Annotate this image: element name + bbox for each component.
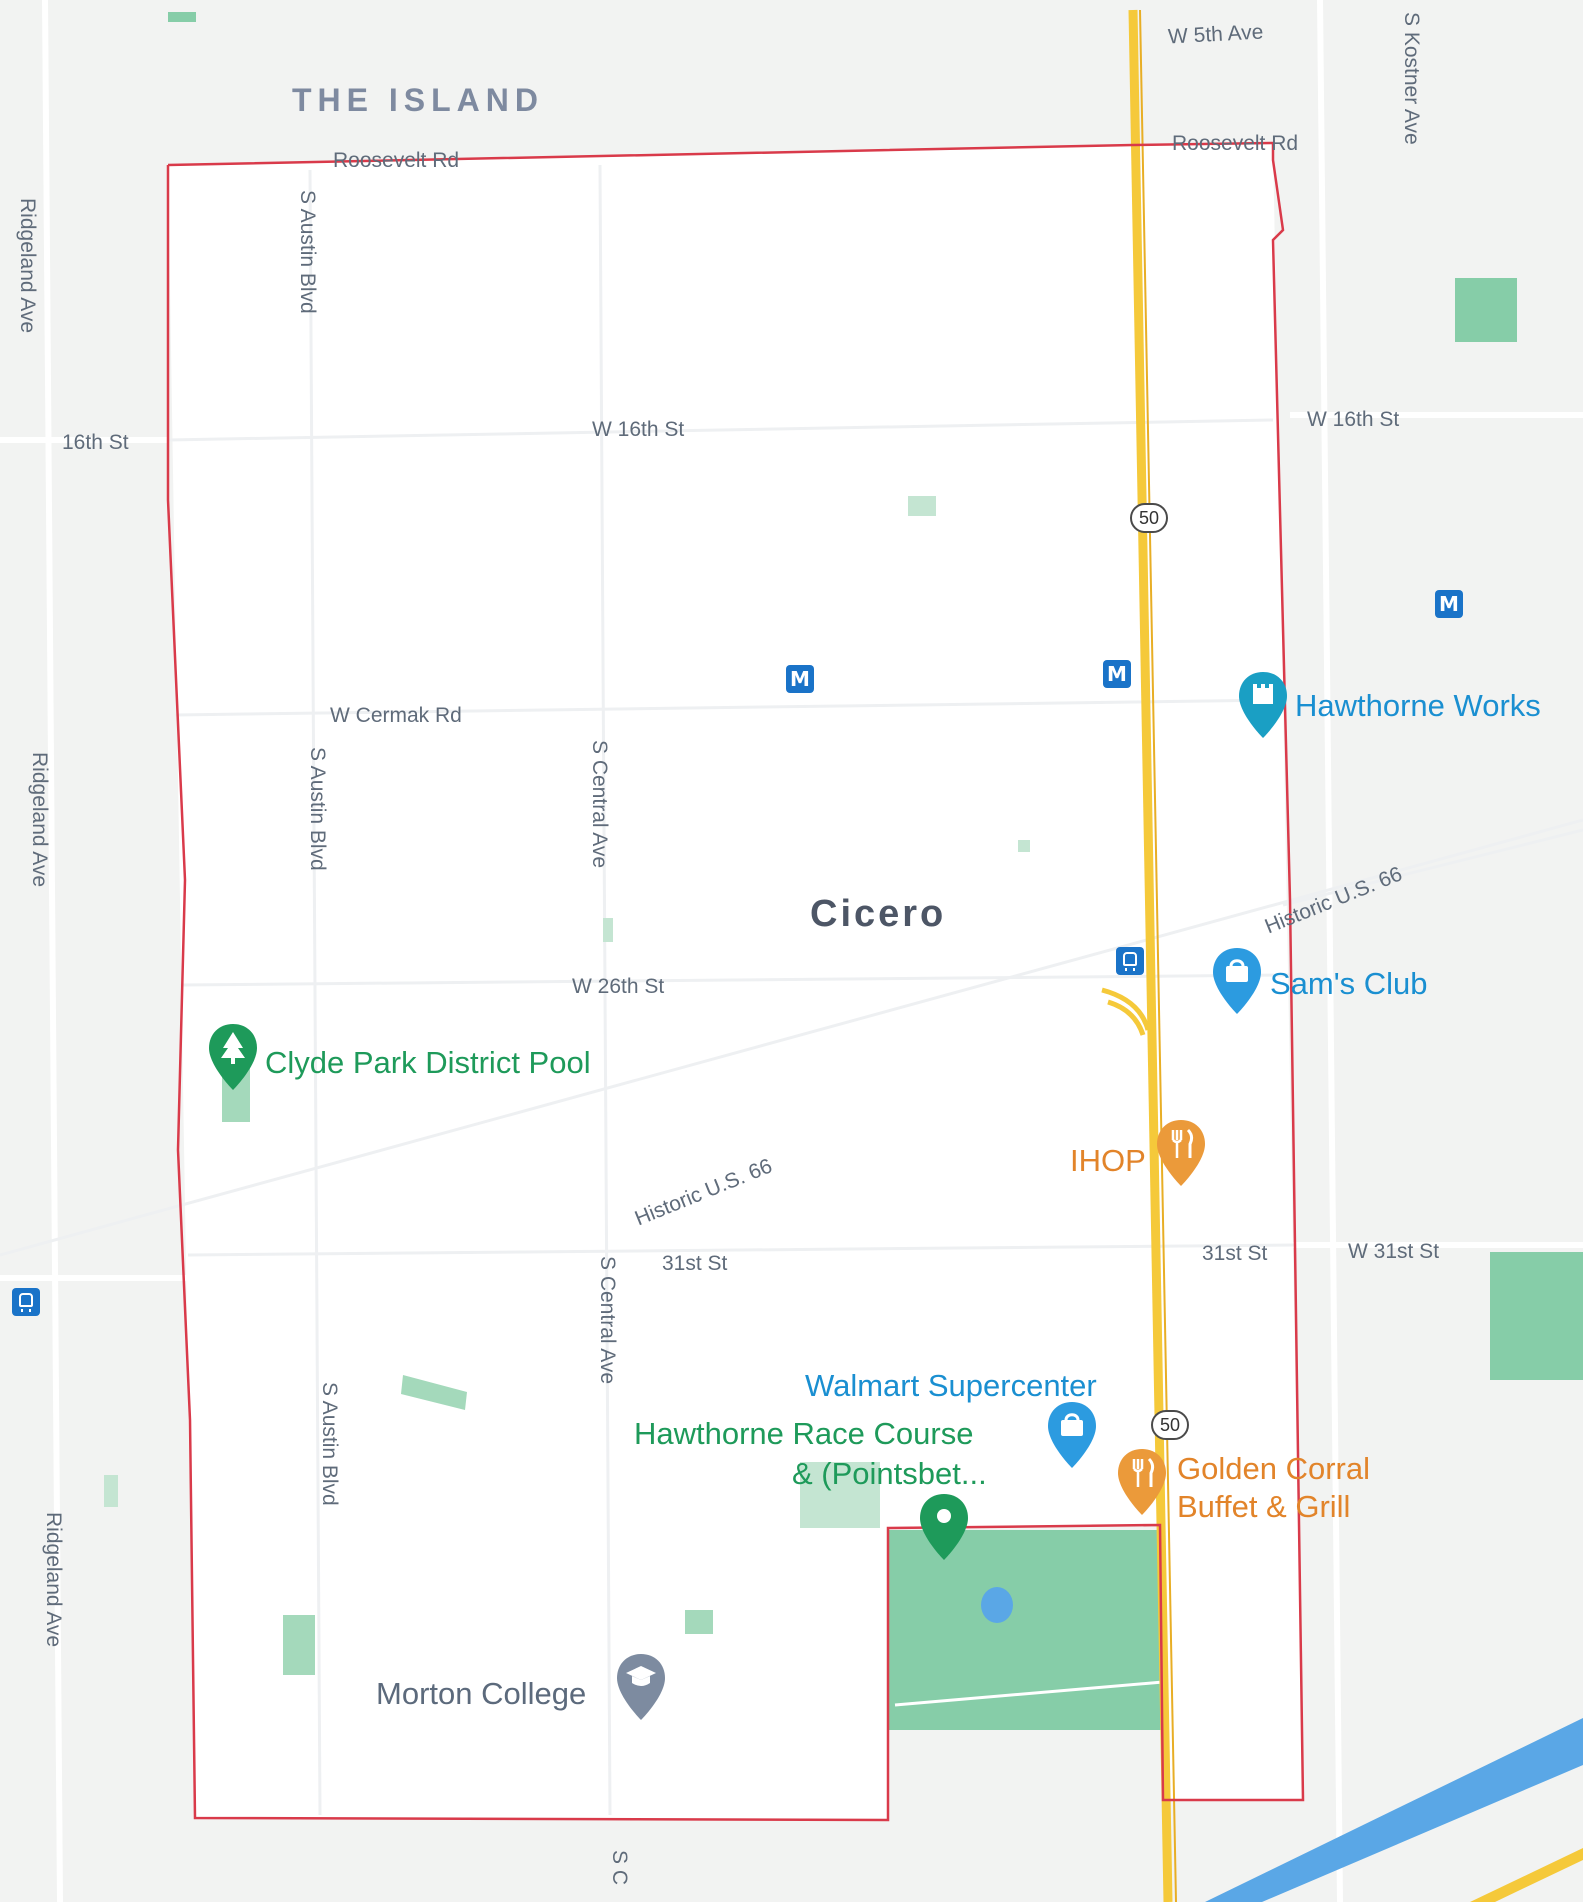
park-area — [800, 1462, 880, 1528]
park-area — [685, 1610, 713, 1634]
road-label-w-16th-st: W 16th St — [1307, 408, 1400, 431]
tree-icon[interactable] — [206, 1022, 260, 1092]
city-label: Cicero — [810, 893, 947, 935]
expressway — [1470, 1848, 1583, 1902]
highway-us50 — [1128, 9, 1173, 1902]
road-label-ridgeland-ave: Ridgeland Ave — [16, 198, 39, 334]
poi-label-golden-corral[interactable]: Golden Corral — [1177, 1451, 1370, 1486]
road-label-w-5th-ave: W 5th Ave — [1167, 20, 1264, 49]
poi-label-clyde-park-district-pool[interactable]: Clyde Park District Pool — [265, 1045, 591, 1080]
district-boundary — [166, 141, 1305, 1822]
canal — [1205, 1718, 1583, 1902]
shopping-bag-icon[interactable] — [1210, 946, 1264, 1016]
train-station-icon[interactable] — [1116, 947, 1144, 975]
road-label-s-central-ave: S C — [608, 1850, 631, 1886]
poi-label-hawthorne-race-course-line2[interactable]: & (Pointsbet... — [792, 1456, 987, 1491]
poi-label-walmart-supercenter[interactable]: Walmart Supercenter — [805, 1368, 1097, 1403]
route-50-shield: 50 — [1130, 503, 1168, 533]
train-station-icon[interactable] — [12, 1288, 40, 1316]
road-label-s-austin-blvd: S Austin Blvd — [296, 190, 319, 314]
park-area — [603, 918, 613, 942]
school-icon[interactable] — [614, 1652, 668, 1722]
metro-station-icon[interactable]: M — [1103, 660, 1131, 688]
park-area — [168, 12, 196, 22]
road-label-31st-st: 31st St — [662, 1252, 728, 1275]
park-area — [1018, 840, 1030, 852]
road-label-16th-st: 16th St — [62, 431, 129, 454]
road-label-w-26th-st: W 26th St — [572, 975, 665, 998]
race-course-path — [894, 1680, 1164, 1707]
restaurant-icon[interactable] — [1115, 1447, 1169, 1517]
road-label-roosevelt-rd-west: Roosevelt Rd — [333, 149, 460, 172]
road-label-roosevelt-rd-east: Roosevelt Rd — [1172, 132, 1299, 155]
shopping-bag-icon[interactable] — [1045, 1400, 1099, 1470]
road-label-w-31st-st: W 31st St — [1348, 1240, 1440, 1263]
park-area — [401, 1375, 467, 1410]
neighborhood-label: THE ISLAND — [292, 82, 544, 118]
road-label-w-16th-st: W 16th St — [592, 418, 685, 441]
metro-station-icon[interactable]: M — [1435, 590, 1463, 618]
faint-streets — [0, 164, 1583, 1816]
restaurant-icon[interactable] — [1154, 1118, 1208, 1188]
park-area — [908, 496, 936, 516]
road-label-w-cermak-rd: W Cermak Rd — [330, 704, 462, 727]
pond — [981, 1587, 1013, 1623]
poi-label-morton-college[interactable]: Morton College — [376, 1676, 587, 1711]
poi-label-sams-club[interactable]: Sam's Club — [1270, 966, 1428, 1001]
road-label-ridgeland-ave: Ridgeland Ave — [28, 752, 51, 888]
landmark-icon[interactable] — [1236, 670, 1290, 740]
road-label-s-central-ave: S Central Ave — [588, 740, 611, 869]
road-label-s-austin-blvd: S Austin Blvd — [306, 747, 329, 871]
road-label-ridgeland-ave: Ridgeland Ave — [42, 1512, 65, 1648]
poi-label-golden-corral-line2[interactable]: Buffet & Grill — [1177, 1489, 1351, 1524]
park-area — [283, 1615, 315, 1675]
metro-station-icon[interactable]: M — [786, 665, 814, 693]
place-pin-icon[interactable] — [917, 1492, 971, 1562]
poi-label-ihop[interactable]: IHOP — [1070, 1143, 1146, 1178]
road-label-s-central-ave: S Central Ave — [596, 1256, 619, 1385]
poi-label-hawthorne-race-course[interactable]: Hawthorne Race Course — [634, 1416, 974, 1451]
highway-ramp — [1101, 987, 1151, 1036]
park-area — [104, 1475, 118, 1507]
road-label-31st-st: 31st St — [1202, 1242, 1268, 1265]
poi-label-hawthorne-works[interactable]: Hawthorne Works — [1295, 688, 1541, 723]
park-area — [1455, 278, 1517, 342]
park-area — [1490, 1252, 1583, 1380]
road-label-s-austin-blvd: S Austin Blvd — [318, 1382, 341, 1506]
route-50-shield: 50 — [1151, 1410, 1189, 1440]
race-course-grounds — [888, 1530, 1163, 1730]
highway-us50-edge — [1139, 9, 1177, 1902]
road-label-kostner-ave: S Kostner Ave — [1400, 12, 1423, 145]
